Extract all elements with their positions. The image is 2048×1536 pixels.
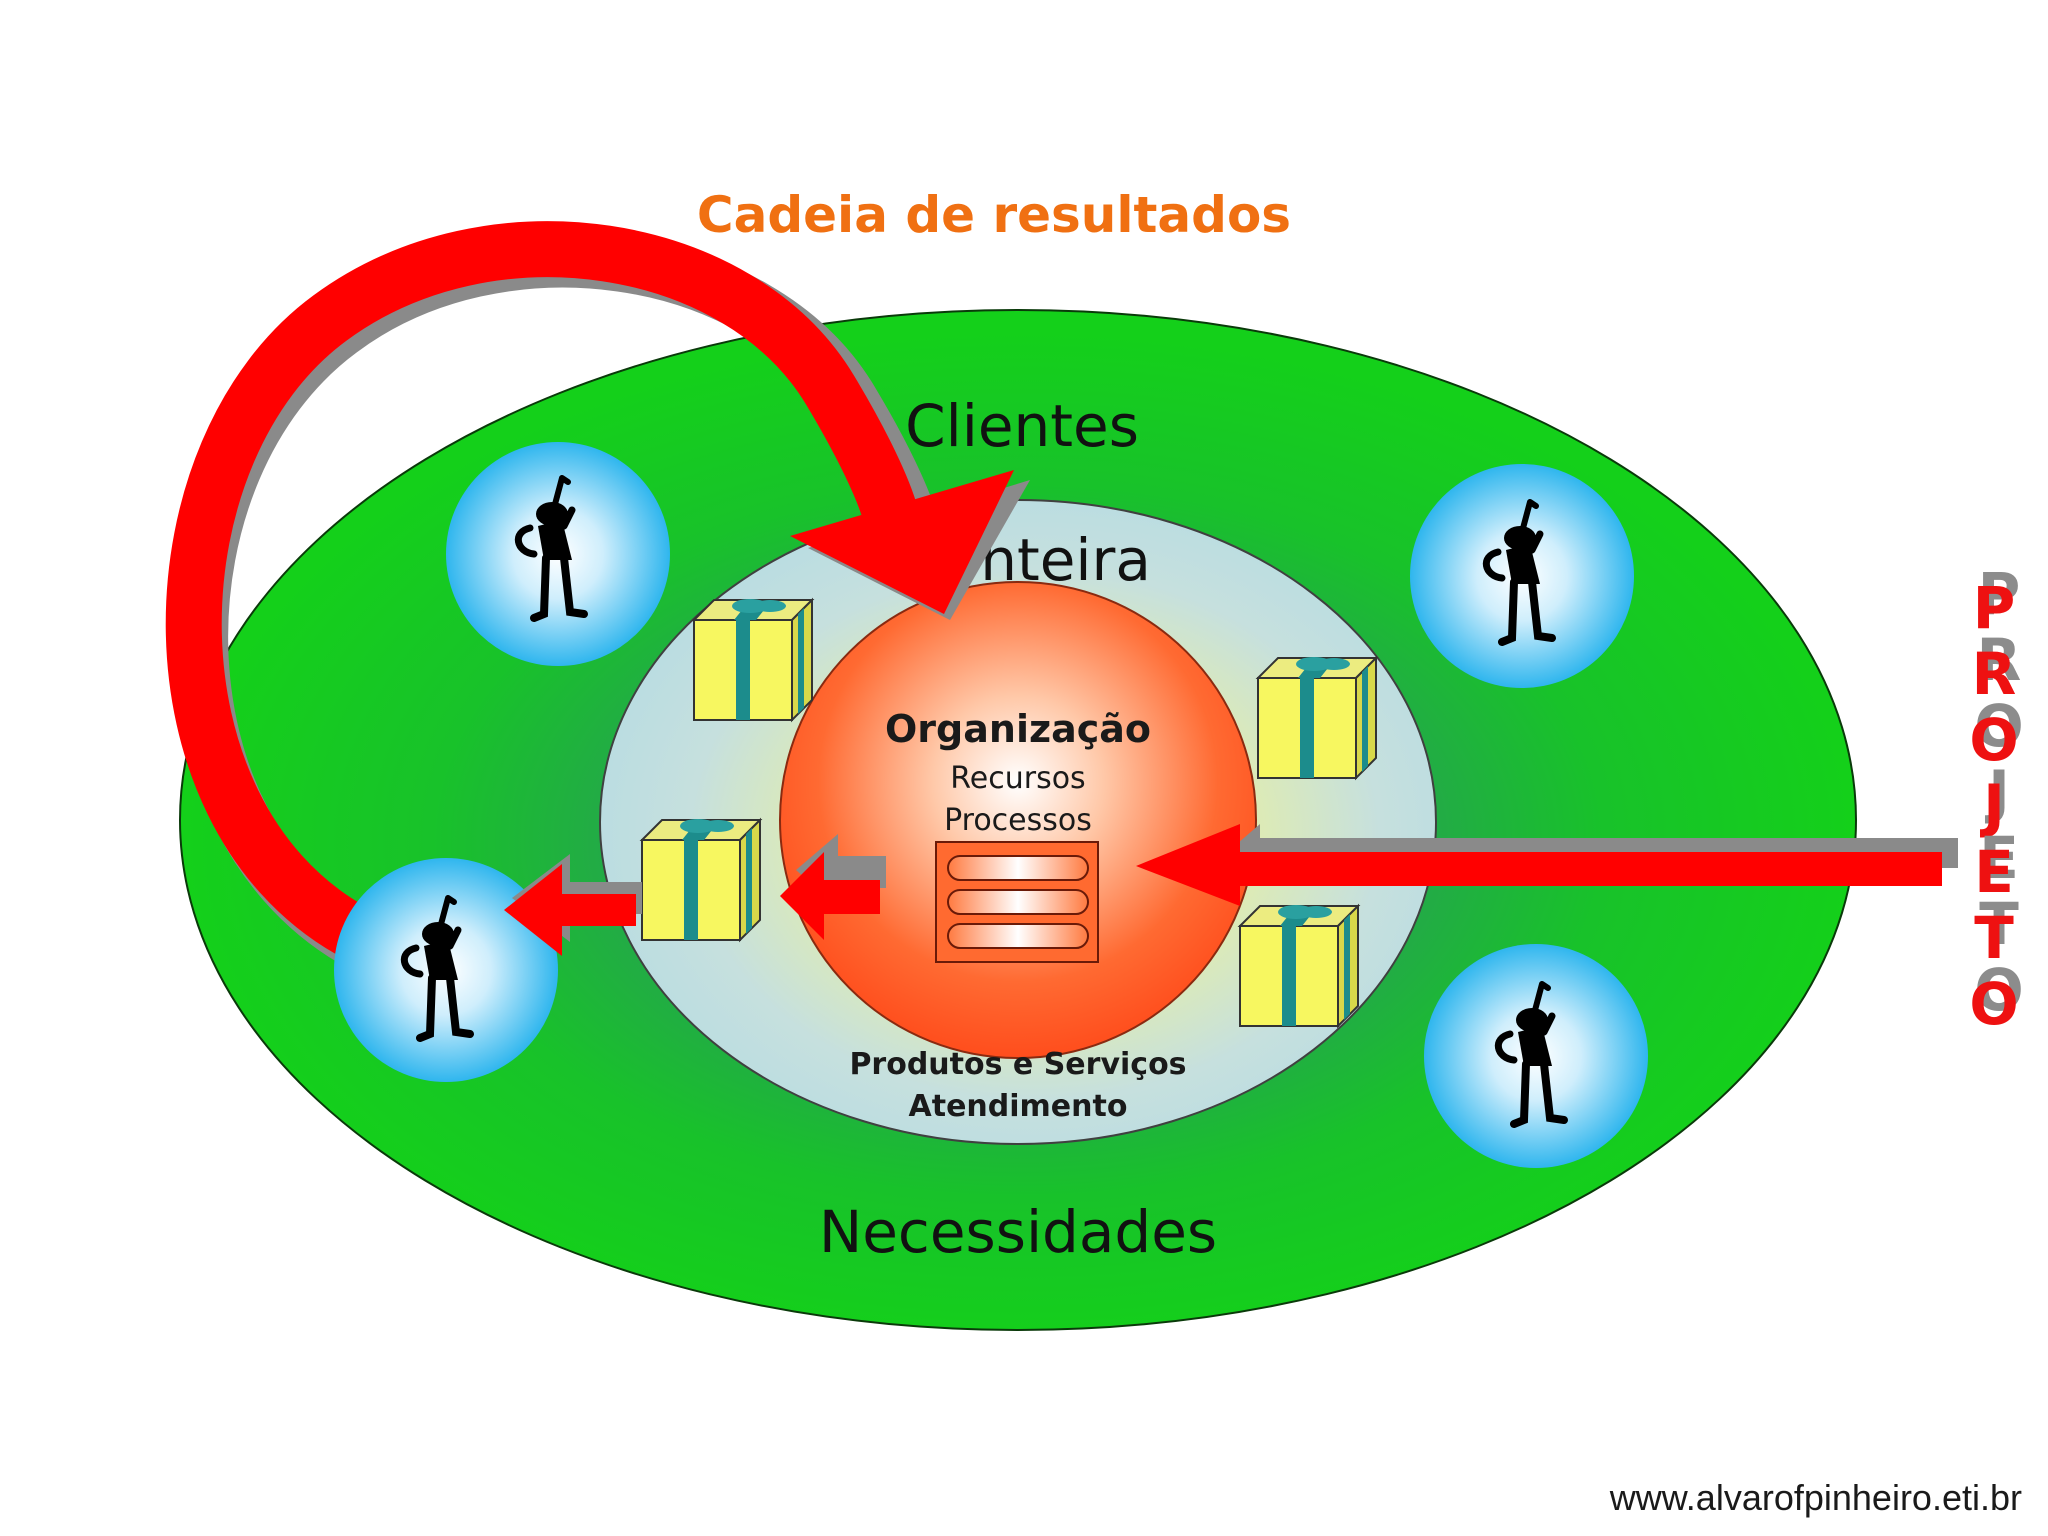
project-letter-shadow: J [1984,758,2010,826]
project-letter-shadow: E [1979,824,2019,892]
project-arrow [1136,824,1958,906]
delivery-arrow [504,854,642,956]
gift-box-icon [641,818,761,941]
processes-label: Processos [944,803,1092,838]
project-letter-shadow: O [1974,692,2023,760]
project-letter: J [1979,772,2005,840]
project-letter-shadow: O [1974,956,2023,1024]
needs-label: Necessidades [819,1198,1217,1266]
project-letter: P [1973,574,2016,642]
products-services-label: Produtos e Serviços [849,1047,1186,1082]
project-letter: R [1972,640,2017,708]
clients-label: Clientes [905,392,1139,460]
service-label: Atendimento [909,1089,1128,1124]
footer-url: www.alvarofpinheiro.eti.br [1609,1477,2022,1518]
results-chain-arrow [165,221,1030,969]
organization-circle [779,581,1257,1059]
project-letter: T [1974,904,2014,972]
organization-title: Organização [885,707,1151,751]
project-letter-shadow: R [1977,626,2022,694]
project-letter-shadow: P [1978,560,2021,628]
project-letter: O [1969,706,2018,774]
client-bubble-top-left [446,442,670,666]
gift-box-icon [1239,904,1359,1027]
diagram-title: Cadeia de resultados [697,186,1291,244]
client-bubble-bottom-right [1424,944,1648,1168]
output-arrow [780,834,886,940]
resources-label: Recursos [950,761,1085,796]
client-bubble-bottom-left [334,858,558,1082]
gift-box-icon [693,598,813,721]
client-bubble-top-right [1410,464,1634,688]
project-letter-shadow: T [1979,890,2019,958]
project-letter: E [1974,838,2014,906]
server-rack-icon [935,841,1099,963]
project-letter: O [1969,970,2018,1038]
gift-box-icon [1257,656,1377,779]
